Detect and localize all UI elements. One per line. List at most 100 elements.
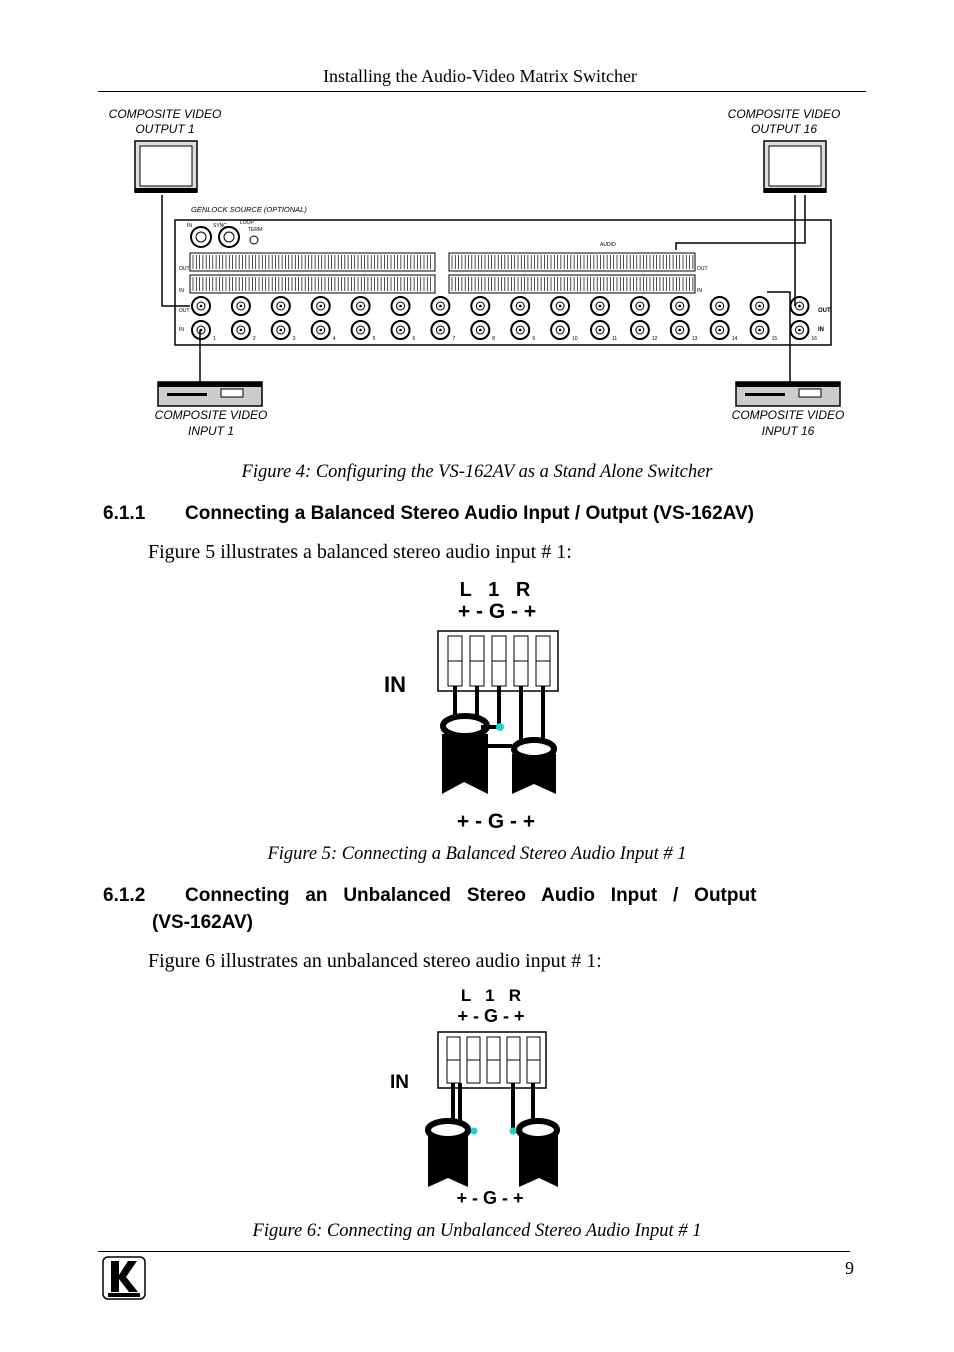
bnc-connector — [749, 320, 770, 340]
fig5-in-label: IN — [384, 672, 406, 697]
audio-terminal-blocks — [189, 252, 696, 294]
bnc-connector — [270, 296, 291, 316]
audio-terminal-strip — [448, 274, 696, 294]
bnc-connector — [350, 296, 371, 316]
bnc-connector — [590, 320, 610, 340]
bnc-connector — [470, 320, 491, 340]
input-1-label-line1: COMPOSITE VIDEO — [155, 408, 268, 422]
genlock-in-label: IN — [187, 223, 192, 229]
channel-number-label: 8 — [492, 336, 495, 342]
bnc-connector — [510, 296, 531, 316]
bnc-connector — [230, 296, 251, 316]
figure-6-caption: Figure 6: Connecting an Unbalanced Stere… — [252, 1221, 702, 1241]
bnc-out-label-right: OUT — [818, 308, 831, 314]
fig6-cable-left — [425, 1083, 474, 1187]
section-number-6-1-2: 6.1.2 — [103, 885, 146, 906]
section-number-6-1-1: 6.1.1 — [103, 503, 146, 524]
running-header: Installing the Audio-Video Matrix Switch… — [323, 66, 637, 86]
fig6-ground-dot-left — [470, 1127, 478, 1135]
channel-number-label: 12 — [652, 336, 658, 342]
channel-number-label: 15 — [772, 336, 778, 342]
input-1-label-line2: INPUT 1 — [188, 424, 234, 438]
bnc-connector — [510, 320, 531, 340]
bnc-connector — [430, 320, 451, 340]
vcr-input-16-icon — [735, 381, 841, 407]
bnc-connector — [709, 320, 730, 340]
output-1-label-line1: COMPOSITE VIDEO — [109, 107, 222, 121]
paragraph-figure-6-intro: Figure 6 illustrates an unbalanced stere… — [148, 950, 602, 972]
bnc-connector — [749, 296, 770, 316]
bnc-connector — [191, 296, 211, 316]
fig6-pins-bottom: + - G - + — [456, 1188, 523, 1208]
channel-number-label: 1 — [213, 336, 216, 342]
channel-number-label: 2 — [253, 336, 256, 342]
bnc-in-label-left: IN — [179, 327, 184, 333]
section-title-6-1-1: Connecting a Balanced Stereo Audio Input… — [185, 503, 754, 524]
bnc-connector — [310, 296, 331, 316]
row-in-label-left: IN — [179, 288, 184, 294]
section-title-6-1-2-line1: Connecting an Unbalanced Stereo Audio In… — [185, 885, 757, 906]
audio-terminal-strip — [448, 252, 696, 272]
genlock-label: GENLOCK SOURCE (OPTIONAL) — [191, 205, 307, 214]
rear-panel: IN SYNC LOOP TERM AUDIO OUT IN OUT IN OU… — [174, 219, 832, 346]
row-out-label-right: OUT — [697, 266, 708, 272]
bnc-connector — [270, 320, 291, 340]
fig6-channel-label: L 1 R — [461, 986, 521, 1005]
bnc-connector — [390, 296, 411, 316]
input-16-label-line2: INPUT 16 — [762, 424, 815, 438]
bnc-connector — [191, 320, 211, 340]
bnc-connector — [669, 296, 690, 316]
fig6-ground-dot-right — [509, 1127, 517, 1135]
bnc-connector — [430, 296, 451, 316]
figure-5-diagram: L 1 R + - G - + IN + - G - + — [384, 579, 559, 833]
bnc-connector — [629, 296, 650, 316]
fig5-terminal-block — [437, 630, 559, 692]
bnc-connector — [550, 320, 571, 340]
channel-number-label: 13 — [692, 336, 698, 342]
bnc-connector — [470, 296, 491, 316]
genlock-sync-label: SYNC — [213, 223, 227, 229]
audio-label: AUDIO — [600, 242, 616, 248]
output-16-label-line1: COMPOSITE VIDEO — [728, 107, 841, 121]
channel-number-label: 7 — [452, 336, 455, 342]
channel-number-label: 4 — [333, 336, 336, 342]
footer-rule — [98, 1251, 850, 1252]
bnc-connector — [669, 320, 690, 340]
fig5-channel-label: L 1 R — [460, 579, 531, 601]
channel-number-label: 5 — [373, 336, 376, 342]
channel-number-label: 16 — [812, 336, 818, 342]
fig5-cable-right — [481, 686, 557, 794]
page-number: 9 — [845, 1258, 854, 1278]
output-16-label-line2: OUTPUT 16 — [751, 122, 817, 136]
channel-number-label: 3 — [293, 336, 296, 342]
figure-4-caption: Figure 4: Configuring the VS-162AV as a … — [241, 462, 713, 482]
bnc-connector — [350, 320, 371, 340]
fig6-cable-right — [511, 1083, 560, 1187]
audio-terminal-strip — [189, 252, 436, 272]
row-in-label-right: IN — [697, 288, 702, 294]
channel-number-label: 9 — [532, 336, 535, 342]
input-16-label-line1: COMPOSITE VIDEO — [732, 408, 845, 422]
fig5-pins-top: + - G - + — [458, 600, 536, 623]
paragraph-figure-5-intro: Figure 5 illustrates a balanced stereo a… — [148, 541, 572, 563]
fig6-in-label: IN — [390, 1072, 409, 1093]
fig5-ground-dot — [496, 723, 504, 731]
figure-5-caption: Figure 5: Connecting a Balanced Stereo A… — [267, 844, 687, 864]
figure-4-diagram: COMPOSITE VIDEO OUTPUT 1 COMPOSITE VIDEO… — [109, 107, 845, 438]
bnc-out-label-left: OUT — [179, 308, 190, 314]
bnc-connector — [390, 320, 411, 340]
genlock-term-label: TERM — [248, 227, 262, 233]
channel-number-label: 10 — [572, 336, 578, 342]
row-out-label-left: OUT — [179, 266, 190, 272]
bnc-in-label-right: IN — [818, 327, 824, 333]
bnc-connector — [310, 320, 331, 340]
kramer-logo-icon — [102, 1256, 146, 1300]
figure-6-diagram: L 1 R + - G - + IN + - G - + — [390, 986, 560, 1208]
genlock-loop-label: LOOP — [240, 220, 255, 226]
cable-audio-out-16 — [675, 195, 806, 250]
section-title-6-1-2-line2: (VS-162AV) — [152, 912, 254, 933]
bnc-connector — [709, 296, 730, 316]
bnc-connector — [550, 296, 571, 316]
header-rule — [98, 91, 866, 92]
